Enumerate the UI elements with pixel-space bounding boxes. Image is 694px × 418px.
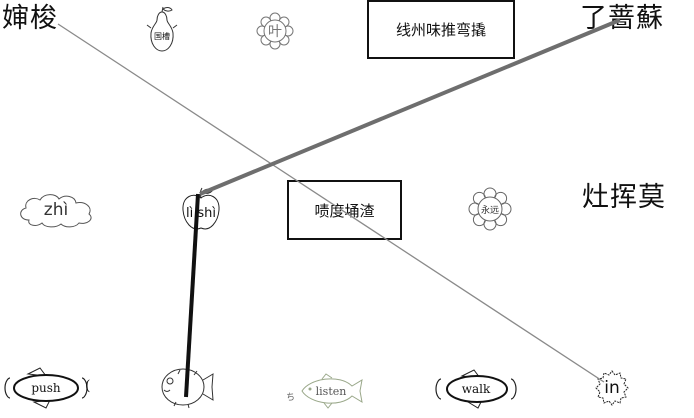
fish-push-card[interactable]: push bbox=[2, 366, 90, 410]
fish-push-label: push bbox=[31, 381, 61, 395]
fish-listen-label: listen bbox=[315, 384, 347, 398]
box-top[interactable]: 线州味推弯撬 bbox=[367, 0, 515, 59]
pufferfish-icon bbox=[161, 367, 214, 409]
fish-walk-label: walk bbox=[461, 382, 491, 396]
badge-in-label: in bbox=[604, 378, 620, 398]
word-mid-right[interactable]: 灶挥莫 bbox=[582, 182, 666, 213]
stray-mark: ち bbox=[286, 393, 296, 403]
flower-mid-card[interactable]: 永远 bbox=[467, 186, 513, 232]
badge-in-card[interactable]: in bbox=[594, 368, 630, 408]
flower-mid-label: 永远 bbox=[480, 205, 499, 216]
pufferfish-card[interactable] bbox=[156, 364, 216, 410]
cloud-label: zhì bbox=[43, 200, 69, 220]
apple-label: lì shì bbox=[186, 205, 216, 221]
pear-card[interactable]: 国槽 bbox=[142, 6, 182, 54]
stray-mark: ( bbox=[85, 378, 91, 394]
pear-label: 国槽 bbox=[154, 31, 170, 41]
box-middle[interactable]: 啧度埇渣 bbox=[287, 180, 402, 240]
apple-card[interactable]: lì shì bbox=[178, 186, 224, 234]
sunflower-top-label: 叶 bbox=[268, 24, 282, 40]
fish-walk-card[interactable]: walk bbox=[432, 368, 520, 410]
sunflower-top-card[interactable]: 叶 bbox=[254, 10, 296, 52]
word-top-right[interactable]: 了蔷蘇 bbox=[580, 3, 664, 34]
fish-listen-card[interactable]: listen bbox=[296, 372, 366, 410]
cloud-card[interactable]: zhì bbox=[15, 190, 97, 230]
word-top-left[interactable]: 婶梭 bbox=[2, 3, 58, 34]
